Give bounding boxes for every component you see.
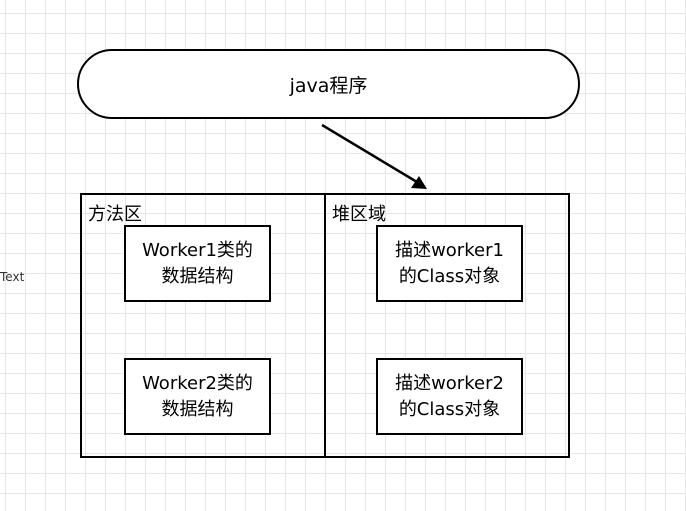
worker2-structure-line1: Worker2类的: [142, 372, 253, 394]
java-program-label: java程序: [289, 74, 368, 97]
worker2-structure-box[interactable]: Worker2类的 数据结构: [124, 358, 271, 435]
worker2-class-object-box[interactable]: 描述worker2 的Class对象: [376, 358, 523, 435]
worker2-class-object-line2: 的Class对象: [398, 398, 501, 420]
worker1-structure-box[interactable]: Worker1类的 数据结构: [124, 225, 271, 302]
worker1-class-object-line1: 描述worker1: [395, 239, 504, 261]
heap-area-region[interactable]: 堆区域: [324, 193, 570, 458]
heap-area-title: 堆区域: [332, 204, 386, 225]
worker1-structure-line1: Worker1类的: [142, 239, 253, 261]
worker2-class-object-line1: 描述worker2: [395, 372, 504, 394]
java-program-node[interactable]: java程序: [77, 49, 580, 119]
worker1-class-object-box[interactable]: 描述worker1 的Class对象: [376, 225, 523, 302]
method-area-title: 方法区: [88, 204, 142, 225]
worker1-structure-line2: 数据结构: [161, 265, 234, 287]
worker1-class-object-line2: 的Class对象: [398, 265, 501, 287]
program-to-heap-arrow: [321, 123, 418, 184]
arrowhead-icon: [411, 176, 427, 189]
side-text-label: Text: [0, 270, 25, 284]
worker2-structure-line2: 数据结构: [161, 398, 234, 420]
